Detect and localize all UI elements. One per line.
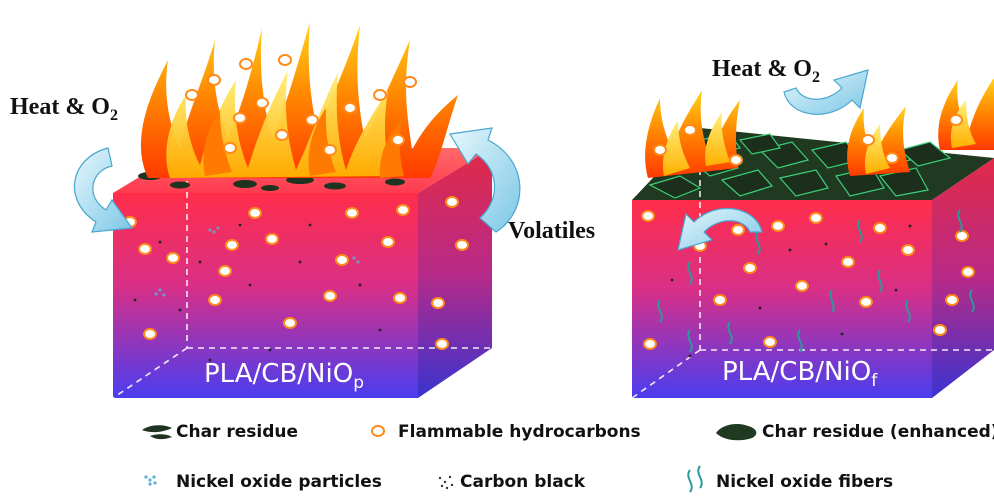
nickel-oxide-fiber-icon (687, 465, 703, 493)
left-sample-subscript: p (353, 373, 364, 393)
left-volatiles-arrow (449, 127, 521, 233)
right-box-side-face (932, 158, 994, 398)
legend-item-nickel-oxide-fibers: Nickel oxide fibers (687, 465, 893, 493)
legend-item-nickel-oxide-particles: Nickel oxide particles (144, 472, 382, 492)
right-volatiles-arrow (677, 207, 763, 251)
legend: Char residue Flammable hydrocarbons Char… (142, 422, 994, 493)
svg-text:PLA/CB/NiOp: PLA/CB/NiOp (204, 359, 364, 393)
right-flames (645, 78, 994, 178)
left-box-side-face (418, 148, 492, 398)
legend-label-nickel-oxide-particles: Nickel oxide particles (176, 472, 382, 492)
left-heat-arrow (73, 147, 134, 233)
right-carbon-black (670, 216, 912, 358)
left-heat-subscript: 2 (110, 107, 118, 124)
legend-label-carbon-black: Carbon black (460, 472, 586, 492)
left-carbon-black (133, 223, 382, 362)
svg-text:PLA/CB/NiOf: PLA/CB/NiOf (722, 357, 878, 391)
right-sample-label: PLA/CB/NiO (722, 357, 871, 387)
right-flammable-droplets (641, 210, 975, 350)
legend-label-char-residue: Char residue (176, 422, 298, 442)
legend-item-char-residue: Char residue (142, 422, 298, 442)
legend-item-char-residue-enhanced: Char residue (enhanced) (716, 422, 994, 442)
right-sample-box: PLA/CB/NiOf (631, 69, 994, 399)
right-heat-arrow (783, 69, 869, 115)
carbon-black-icon (438, 475, 454, 490)
left-flammable-droplets (123, 196, 469, 350)
right-nickel-oxide-fibers (657, 209, 975, 353)
left-nickel-oxide-particles (154, 226, 360, 297)
legend-label-char-residue-enhanced: Char residue (enhanced) (762, 422, 994, 442)
legend-label-flammable-hydrocarbons: Flammable hydrocarbons (398, 422, 641, 442)
flammable-hydrocarbon-icon (371, 425, 385, 437)
right-heat-label: Heat & O (712, 56, 812, 82)
char-residue-enhanced-icon (716, 424, 757, 441)
svg-text:Heat & O2: Heat & O2 (712, 56, 820, 86)
legend-item-flammable-hydrocarbons: Flammable hydrocarbons (371, 422, 641, 442)
left-flames (140, 22, 458, 178)
nickel-oxide-particle-icon (144, 475, 157, 486)
svg-text:Heat & O2: Heat & O2 (10, 94, 118, 124)
right-heat-subscript: 2 (812, 69, 820, 86)
volatiles-label: Volatiles (508, 218, 595, 244)
left-heat-label: Heat & O (10, 94, 110, 120)
right-sample-subscript: f (871, 371, 878, 391)
char-residue-icon (142, 425, 172, 440)
legend-label-nickel-oxide-fibers: Nickel oxide fibers (716, 472, 893, 492)
left-sample-label: PLA/CB/NiO (204, 359, 353, 389)
legend-item-carbon-black: Carbon black (438, 472, 586, 492)
left-sample-box: PLA/CB/NiOp (73, 22, 521, 399)
